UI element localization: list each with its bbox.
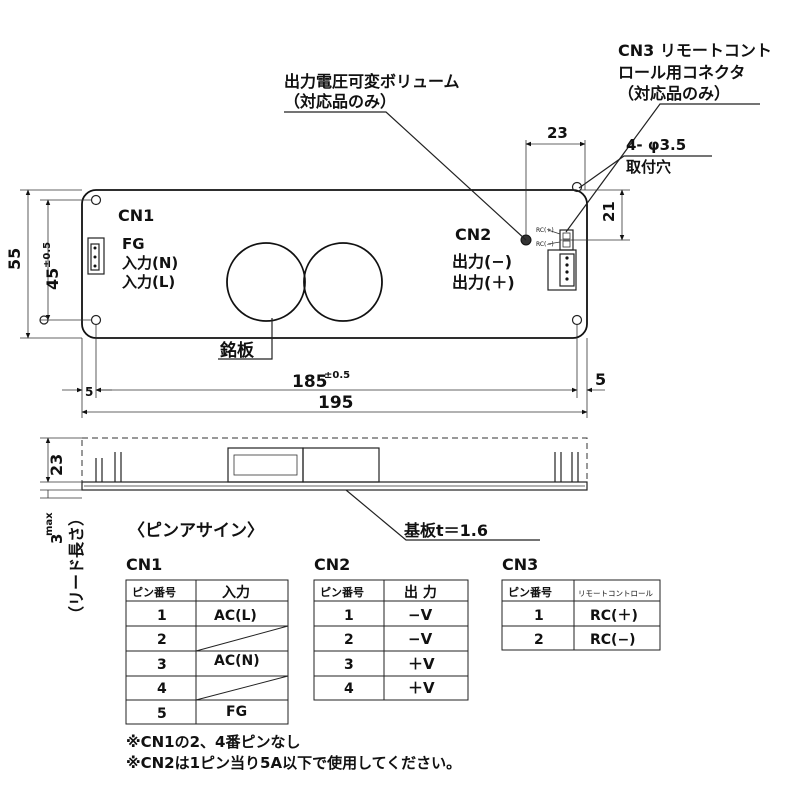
dim-45: 45 — [43, 268, 62, 290]
cn2-connector — [547, 249, 577, 291]
nameplate-callout: 銘板 — [220, 340, 255, 361]
dim-3-max: max — [44, 512, 55, 536]
capacitor-right — [303, 242, 383, 322]
cn1-row5-pin: 5 — [157, 706, 167, 722]
dim-23-top: 23 — [547, 124, 568, 142]
cn1-row3-pin: 3 — [157, 657, 167, 673]
mount-hole-bottom-right — [571, 314, 583, 326]
rc-plus-label: RC(+) — [536, 227, 554, 234]
volume-callout-line1: 出力電圧可変ボリューム — [284, 72, 460, 91]
dim-3: 3 — [48, 534, 66, 544]
cn1-row2-pin: 2 — [157, 632, 167, 648]
output-plus-board-label: 出力(＋) — [452, 273, 515, 292]
dim-45-tol: ±0.5 — [42, 242, 53, 268]
cn1-row3-signal: AC(N) — [214, 653, 260, 669]
lead-length-label: （リード長さ） — [67, 510, 86, 622]
cn3-row1-signal: RC(＋) — [590, 608, 638, 624]
board-leader — [345, 489, 540, 541]
cn2-row1-pin: 1 — [344, 608, 354, 624]
cn3-row1-pin: 1 — [534, 608, 544, 624]
cn3-callout-line3: （対応品のみ） — [618, 84, 730, 103]
component-right — [302, 447, 380, 483]
cn3-leader — [565, 103, 760, 233]
top-view: RC(+) RC(−) CN1 FG 入力(N) 入力(L) CN2 出力(−)… — [5, 41, 772, 418]
side-view: 23 3 max （リード長さ） 基板t＝1.6 — [40, 437, 588, 622]
board-callout: 基板t＝1.6 — [403, 521, 488, 540]
note-cn1-pins: ※CN1の2、4番ピンなし — [126, 733, 301, 751]
mount-hole-top-left — [90, 194, 102, 206]
cn3-header-pin: ピン番号 — [508, 585, 552, 599]
dim-21: 21 — [600, 201, 618, 222]
cn3-table: CN3 ピン番号 リモートコントロール 1 RC(＋) 2 RC(−) — [501, 555, 661, 651]
cn3-callout-line2: ロール用コネクタ — [618, 63, 745, 82]
dim-5-left: 5 — [85, 385, 93, 399]
volume-leader — [284, 111, 527, 241]
cn1-table-title: CN1 — [126, 555, 162, 574]
cn3-callout-line1: CN3 リモートコント — [618, 41, 772, 60]
fg-board-label: FG — [122, 235, 145, 253]
cn1-row4-pin: 4 — [157, 681, 167, 697]
cn2-table-title: CN2 — [314, 555, 350, 574]
cn2-row1-signal: −V — [408, 606, 433, 624]
hole-callout-line1: 4- φ3.5 — [626, 136, 686, 154]
dim-195: 195 — [318, 393, 354, 413]
input-l-board-label: 入力(L) — [122, 273, 175, 291]
cn1-header-pin: ピン番号 — [132, 585, 176, 599]
mount-hole-top-right — [571, 181, 583, 193]
cn2-row4-signal: ＋V — [408, 679, 435, 697]
cn1-row1-signal: AC(L) — [214, 608, 257, 624]
input-n-board-label: 入力(N) — [122, 254, 178, 272]
volume-callout-line2: （対応品のみ） — [284, 92, 396, 111]
mount-hole-bottom-left — [90, 314, 102, 326]
cn3-table-title: CN3 — [502, 555, 538, 574]
nameplate-leader — [218, 318, 273, 360]
side-outline-dashed — [81, 437, 588, 483]
hole-callout-line2: 取付穴 — [626, 158, 671, 176]
cn1-row5-signal: FG — [226, 704, 247, 720]
cn1-header-input: 入力 — [222, 584, 250, 601]
cn2-row2-pin: 2 — [344, 632, 354, 648]
cn1-table: CN1 ピン番号 入力 1 AC(L) 2 3 AC(N) 4 5 FG — [125, 555, 289, 725]
capacitor-left — [226, 242, 306, 322]
pin-assign-heading: 〈ピンアサイン〉 — [128, 520, 264, 541]
board-outline — [81, 189, 588, 339]
output-minus-board-label: 出力(−) — [452, 252, 512, 271]
dim-5-right: 5 — [595, 370, 606, 389]
cn1-row1-pin: 1 — [157, 608, 167, 624]
dim-185-tol: ±0.5 — [324, 370, 350, 381]
dim-23-side: 23 — [47, 454, 66, 476]
cn2-row2-signal: −V — [408, 630, 433, 648]
cn3-row2-pin: 2 — [534, 632, 544, 648]
cn1-board-label: CN1 — [118, 206, 154, 225]
cn2-table: CN2 ピン番号 出 力 1 −V 2 −V 3 ＋V 4 ＋V — [313, 555, 469, 701]
note-cn2-current: ※CN2は1ピン当り5A以下で使用してください。 — [126, 754, 462, 772]
hole-leader — [578, 155, 712, 189]
dim-185: 185 — [292, 372, 328, 392]
cn2-board-label: CN2 — [455, 225, 491, 244]
cn2-header-pin: ピン番号 — [320, 585, 364, 599]
cn3-row2-signal: RC(−) — [590, 632, 636, 648]
cn2-row3-signal: ＋V — [408, 655, 435, 673]
dim-55: 55 — [5, 248, 24, 270]
component-left — [227, 447, 304, 483]
cn2-row4-pin: 4 — [344, 681, 354, 697]
rc-minus-label: RC(−) — [536, 241, 554, 248]
cn1-connector — [87, 237, 105, 275]
cn2-header-output: 出 力 — [404, 584, 437, 601]
cn2-row3-pin: 3 — [344, 657, 354, 673]
cn3-header-remote: リモートコントロール — [578, 589, 653, 598]
